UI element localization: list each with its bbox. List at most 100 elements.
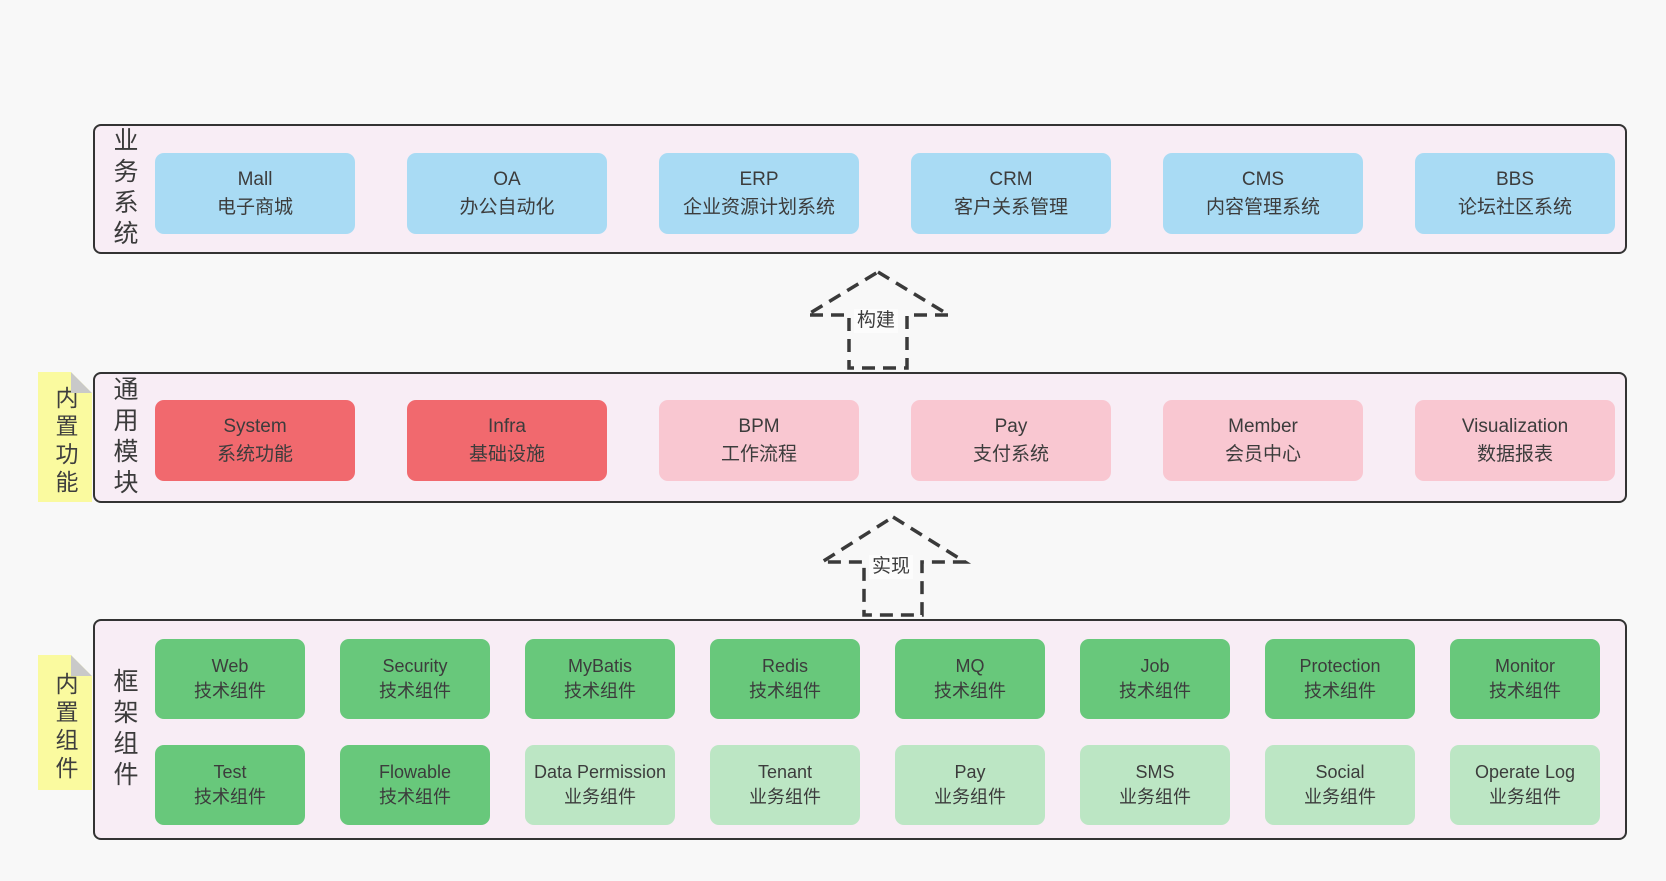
box-title: OA <box>493 168 521 190</box>
business-box-row: Mall 电子商城 OA 办公自动化 ERP 企业资源计划系统 CRM 客户关系… <box>155 153 1615 234</box>
layer-framework-components: 框架组件 Web 技术组件 Security 技术组件 MyBatis 技术组件… <box>93 619 1627 840</box>
box-test: Test 技术组件 <box>155 745 305 825</box>
box-subtitle: 技术组件 <box>1489 681 1561 701</box>
box-title: Security <box>382 656 448 676</box>
box-subtitle: 技术组件 <box>379 787 451 807</box>
box-subtitle: 论坛社区系统 <box>1457 196 1572 218</box>
box-title: BBS <box>1495 168 1535 190</box>
box-title: Test <box>213 762 247 782</box>
box-protection: Protection 技术组件 <box>1265 639 1415 719</box>
arrow-implement-label: 实现 <box>869 555 914 579</box>
arrow-up-icon <box>815 514 972 617</box>
box-redis: Redis 技术组件 <box>710 639 860 719</box>
box-title: BPM <box>738 415 780 437</box>
box-title: Pay <box>954 762 986 782</box>
box-title: Job <box>1140 656 1170 676</box>
box-subtitle: 业务组件 <box>1119 787 1191 807</box>
box-title: Mall <box>237 168 273 190</box>
sticky-note-built-in-features: 内置功能 <box>38 372 92 502</box>
box-pay-component: Pay 业务组件 <box>895 745 1045 825</box>
sticky-note-built-in-components: 内置组件 <box>38 655 92 790</box>
box-title: CMS <box>1241 168 1285 190</box>
sticky-note-text: 内置组件 <box>52 671 78 784</box>
box-subtitle: 技术组件 <box>194 681 266 701</box>
arrow-implement <box>815 514 972 617</box>
components-box-row-2: Test 技术组件 Flowable 技术组件 Data Permission … <box>155 745 1600 825</box>
box-subtitle: 技术组件 <box>1119 681 1191 701</box>
box-flowable: Flowable 技术组件 <box>340 745 490 825</box>
box-mybatis: MyBatis 技术组件 <box>525 639 675 719</box>
box-subtitle: 工作流程 <box>720 443 797 465</box>
box-bbs: BBS 论坛社区系统 <box>1415 153 1615 234</box>
layer-components-label: 框架组件 <box>110 667 138 792</box>
box-subtitle: 内容管理系统 <box>1205 196 1320 218</box>
box-tenant: Tenant 业务组件 <box>710 745 860 825</box>
box-subtitle: 技术组件 <box>564 681 636 701</box>
box-monitor: Monitor 技术组件 <box>1450 639 1600 719</box>
box-subtitle: 技术组件 <box>194 787 266 807</box>
box-title: Visualization <box>1461 415 1569 437</box>
box-subtitle: 会员中心 <box>1224 443 1301 465</box>
box-system: System 系统功能 <box>155 400 355 481</box>
box-erp: ERP 企业资源计划系统 <box>659 153 859 234</box>
folded-corner-icon <box>71 655 92 676</box>
components-box-row-1: Web 技术组件 Security 技术组件 MyBatis 技术组件 Redi… <box>155 639 1600 719</box>
box-subtitle: 业务组件 <box>564 787 636 807</box>
box-mq: MQ 技术组件 <box>895 639 1045 719</box>
box-social: Social 业务组件 <box>1265 745 1415 825</box>
box-title: Infra <box>487 415 527 437</box>
box-cms: CMS 内容管理系统 <box>1163 153 1363 234</box>
box-data-permission: Data Permission 业务组件 <box>525 745 675 825</box>
box-title: Redis <box>761 656 809 676</box>
box-infra: Infra 基础设施 <box>407 400 607 481</box>
box-oa: OA 办公自动化 <box>407 153 607 234</box>
layer-modules-label: 通用模块 <box>110 375 138 500</box>
box-title: MQ <box>955 656 985 676</box>
box-subtitle: 企业资源计划系统 <box>682 196 835 218</box>
box-title: CRM <box>989 168 1033 190</box>
box-title: Web <box>211 656 249 676</box>
box-subtitle: 系统功能 <box>216 443 293 465</box>
box-title: Flowable <box>378 762 452 782</box>
box-sms: SMS 业务组件 <box>1080 745 1230 825</box>
box-subtitle: 业务组件 <box>1304 787 1376 807</box>
box-title: Monitor <box>1494 656 1556 676</box>
arrow-build-label: 构建 <box>854 309 899 333</box>
box-title: Protection <box>1299 656 1381 676</box>
box-subtitle: 技术组件 <box>379 681 451 701</box>
box-web: Web 技术组件 <box>155 639 305 719</box>
box-visualization: Visualization 数据报表 <box>1415 400 1615 481</box>
box-title: Tenant <box>757 762 813 782</box>
box-subtitle: 技术组件 <box>934 681 1006 701</box>
box-subtitle: 支付系统 <box>972 443 1049 465</box>
layer-common-modules: 通用模块 System 系统功能 Infra 基础设施 BPM 工作流程 Pay… <box>93 372 1627 503</box>
arrow-up-icon <box>800 269 956 370</box>
folded-corner-icon <box>71 372 92 393</box>
arrow-build <box>800 269 956 370</box>
box-subtitle: 办公自动化 <box>459 196 555 218</box>
box-member: Member 会员中心 <box>1163 400 1363 481</box>
box-title: Operate Log <box>1474 762 1576 782</box>
box-title: Pay <box>994 415 1028 437</box>
layer-business-label: 业务系统 <box>110 127 138 251</box>
box-pay-system: Pay 支付系统 <box>911 400 1111 481</box>
layer-business-systems: 业务系统 Mall 电子商城 OA 办公自动化 ERP 企业资源计划系统 CRM… <box>93 124 1627 254</box>
box-subtitle: 数据报表 <box>1476 443 1553 465</box>
modules-box-row: System 系统功能 Infra 基础设施 BPM 工作流程 Pay 支付系统… <box>155 400 1615 481</box>
box-crm: CRM 客户关系管理 <box>911 153 1111 234</box>
box-job: Job 技术组件 <box>1080 639 1230 719</box>
box-subtitle: 业务组件 <box>1489 787 1561 807</box>
box-subtitle: 电子商城 <box>216 196 293 218</box>
box-subtitle: 基础设施 <box>468 443 545 465</box>
box-subtitle: 客户关系管理 <box>953 196 1068 218</box>
box-security: Security 技术组件 <box>340 639 490 719</box>
box-operate-log: Operate Log 业务组件 <box>1450 745 1600 825</box>
box-title: Member <box>1228 415 1298 437</box>
box-bpm: BPM 工作流程 <box>659 400 859 481</box>
box-subtitle: 技术组件 <box>1304 681 1376 701</box>
box-title: MyBatis <box>567 656 632 676</box>
box-mall: Mall 电子商城 <box>155 153 355 234</box>
box-title: Social <box>1315 762 1365 782</box>
box-subtitle: 业务组件 <box>749 787 821 807</box>
